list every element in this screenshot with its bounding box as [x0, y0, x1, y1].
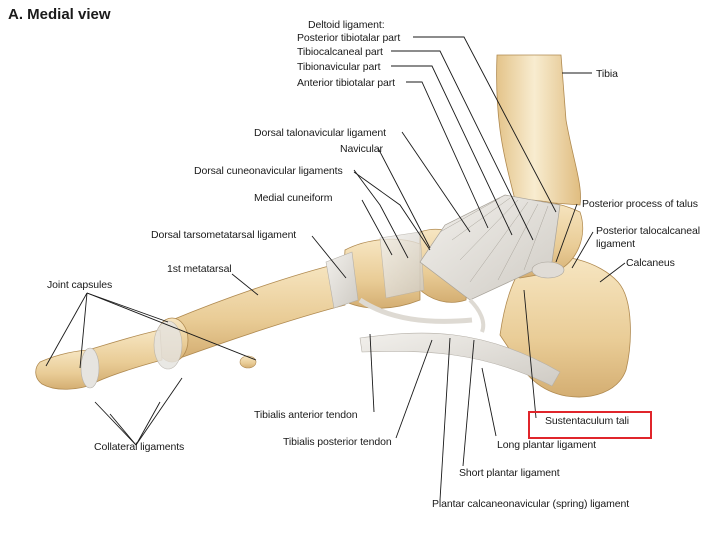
tibialis-posterior-tendon — [468, 298, 486, 333]
joint-capsule-mtp — [153, 320, 183, 370]
label-posterior-talocalcaneal-line2: ligament — [596, 238, 635, 250]
leader-lines — [45, 36, 626, 501]
figure-title: A. Medial view — [8, 6, 111, 23]
label-tibiocalcaneal-part: Tibiocalcaneal part — [297, 46, 383, 58]
label-plantar-calcaneonavicular-ligament: Plantar calcaneonavicular (spring) ligam… — [432, 498, 630, 510]
label-joint-capsules: Joint capsules — [47, 279, 113, 291]
label-tibialis-posterior-tendon: Tibialis posterior tendon — [283, 436, 392, 448]
label-dorsal-talonavicular-ligament: Dorsal talonavicular ligament — [254, 127, 386, 139]
plantar-ligaments — [359, 332, 561, 387]
label-calcaneus: Calcaneus — [626, 257, 675, 269]
label-short-plantar-ligament: Short plantar ligament — [459, 467, 560, 479]
label-long-plantar-ligament: Long plantar ligament — [497, 439, 596, 451]
label-medial-cuneiform: Medial cuneiform — [254, 192, 333, 204]
label-posterior-talocalcaneal-line1: Posterior talocalcaneal — [596, 225, 700, 237]
joint-capsule-ip — [80, 347, 100, 389]
label-deltoid-ligament: Deltoid ligament: — [308, 19, 385, 31]
sustentaculum-tali-highlight-box — [528, 411, 652, 439]
label-tibia: Tibia — [596, 68, 618, 80]
tibialis-anterior-tendon — [358, 297, 473, 324]
label-dorsal-cuneonavicular-ligaments: Dorsal cuneonavicular ligaments — [194, 165, 343, 177]
label-posterior-tibiotalar-part: Posterior tibiotalar part — [297, 32, 401, 44]
first-metatarsal-bone — [171, 261, 346, 359]
dorsal-cuneonavicular-ligament — [379, 231, 425, 299]
label-posterior-process-of-talus: Posterior process of talus — [582, 198, 698, 210]
sesamoid — [239, 355, 257, 369]
posterior-talocalcaneal-ligament — [531, 261, 565, 279]
label-sustentaculum-tali: Sustentaculum tali — [545, 415, 629, 427]
label-navicular: Navicular — [340, 143, 383, 155]
label-first-metatarsal: 1st metatarsal — [167, 263, 232, 275]
proximal-phalanx — [87, 329, 163, 385]
dorsal-tarsometatarsal-ligament — [325, 251, 359, 309]
label-tibialis-anterior-tendon: Tibialis anterior tendon — [254, 409, 358, 421]
label-collateral-ligaments: Collateral ligaments — [94, 441, 185, 453]
distal-phalanx — [35, 349, 95, 390]
tibia-bone — [496, 54, 581, 206]
label-anterior-tibiotalar-part: Anterior tibiotalar part — [297, 77, 395, 89]
deltoid-fibers — [439, 197, 549, 283]
label-tibionavicular-part: Tibionavicular part — [297, 61, 381, 73]
label-dorsal-tarsometatarsal-ligament: Dorsal tarsometatarsal ligament — [151, 229, 297, 241]
